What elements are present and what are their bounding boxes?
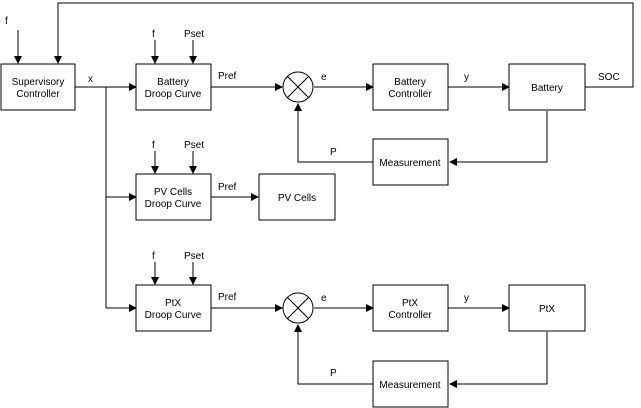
supervisory-label-line1: Supervisory <box>12 77 65 88</box>
signal-f-pv: f <box>152 140 155 151</box>
ptx-controller-label-line1: PtX <box>402 298 418 309</box>
measurement-bottom-label: Measurement <box>379 380 440 391</box>
signal-pref-ptx: Pref <box>218 292 237 303</box>
battery-droop-label-line2: Droop Curve <box>145 89 202 100</box>
pv-droop-label-line2: Droop Curve <box>145 199 202 210</box>
battery-droop-curve-block <box>135 63 212 111</box>
signal-p-battery: P <box>330 147 337 158</box>
summing-junction-battery-cross-b <box>287 76 309 98</box>
ptx-droop-label-line1: PtX <box>165 298 181 309</box>
battery-block <box>508 63 586 111</box>
wire-ptx-to-measurement <box>449 332 548 388</box>
measurement-block-bottom <box>372 360 449 408</box>
signal-pset-pv: Pset <box>184 140 204 151</box>
signal-pset-ptx: Pset <box>184 251 204 262</box>
signal-pset-battery: Pset <box>184 29 204 40</box>
ptx-droop-label-line2: Droop Curve <box>145 310 202 321</box>
ptx-droop-curve-block <box>135 284 212 332</box>
battery-controller-label-line1: Battery <box>394 77 426 88</box>
battery-label: Battery <box>531 83 563 94</box>
wire-measurement-to-sum-top <box>294 103 373 163</box>
measurement-block-top <box>372 138 449 186</box>
signal-pref-battery: Pref <box>218 71 237 82</box>
pv-cells-block <box>258 173 336 221</box>
signal-f-supervisory: f <box>5 16 8 27</box>
summing-junction-ptx-cross-b <box>287 297 309 319</box>
pv-droop-curve-block <box>135 173 212 221</box>
signal-e-battery: e <box>321 72 327 83</box>
signal-p-ptx: P <box>330 368 337 379</box>
signal-f-battery: f <box>152 29 155 40</box>
signal-soc: SOC <box>598 72 620 83</box>
signal-y-ptx: y <box>464 293 469 304</box>
signal-e-ptx: e <box>321 293 327 304</box>
measurement-top-label: Measurement <box>379 158 440 169</box>
wire-soc-feedback <box>54 2 634 88</box>
signal-y-battery: y <box>464 72 469 83</box>
pv-cells-label: PV Cells <box>278 193 316 204</box>
signal-x: x <box>88 74 93 85</box>
ptx-controller-block <box>372 284 449 332</box>
battery-controller-label-line2: Controller <box>388 89 432 100</box>
signal-f-ptx: f <box>152 251 155 262</box>
battery-droop-label-line1: Battery <box>157 77 189 88</box>
pv-droop-label-line1: PV Cells <box>154 187 192 198</box>
ptx-label: PtX <box>539 304 555 315</box>
wire-battery-to-measurement <box>449 111 548 166</box>
supervisory-controller-block <box>0 63 76 111</box>
supervisory-label-line2: Controller <box>16 89 60 100</box>
ptx-controller-label-line2: Controller <box>388 310 432 321</box>
wire-measurement-to-sum-bottom <box>294 324 373 385</box>
signal-pref-pv: Pref <box>218 182 237 193</box>
battery-controller-block <box>372 63 449 111</box>
ptx-block <box>508 284 586 332</box>
